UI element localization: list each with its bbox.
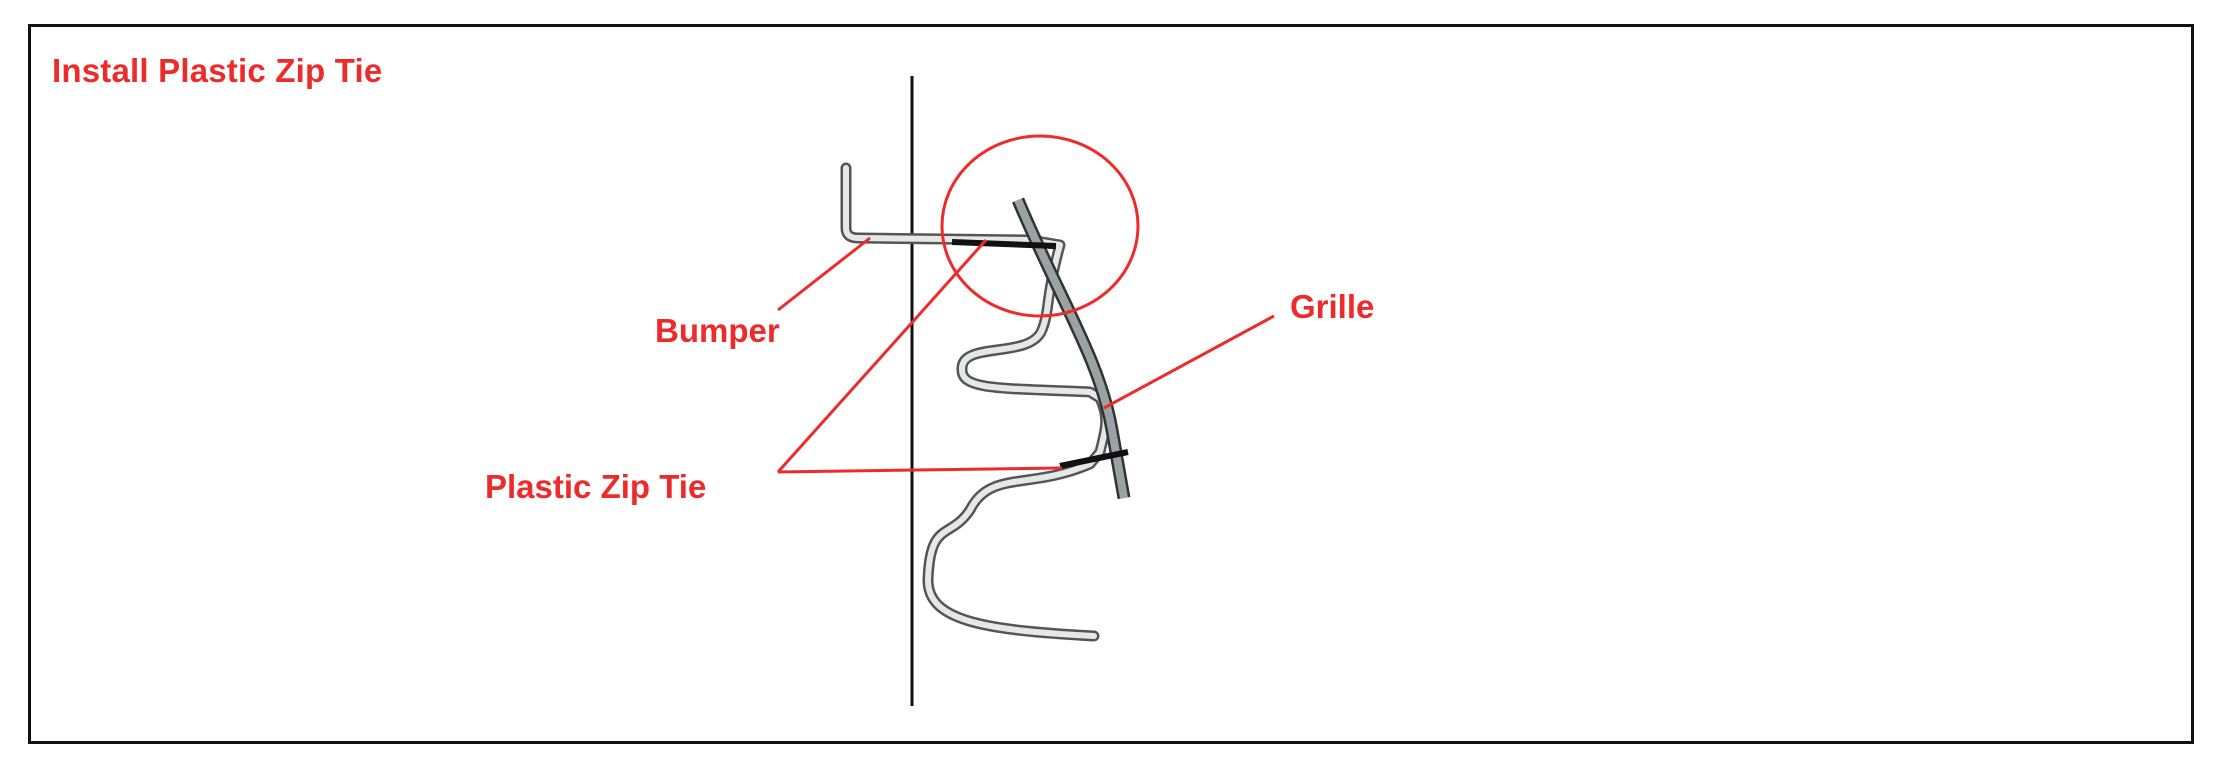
grille-label: Grille [1290,288,1375,325]
bumper-leader [777,236,871,312]
zip-tie-leader-lower [777,466,1063,474]
upper-zip-tie [951,239,1057,249]
bumper-label: Bumper [655,312,780,349]
zip-tie-leader-upper [776,238,988,474]
bumper-part [840,162,1112,642]
zip-tie-label: Plastic Zip Tie [485,468,707,505]
diagram-frame [28,24,2194,744]
grille-part [1012,197,1131,500]
grille-leader [1103,314,1275,410]
lower-zip-tie [1059,449,1129,469]
callout-lines [776,236,1275,474]
diagram-title: Install Plastic Zip Tie [52,52,383,89]
highlight-circle [940,134,1140,318]
